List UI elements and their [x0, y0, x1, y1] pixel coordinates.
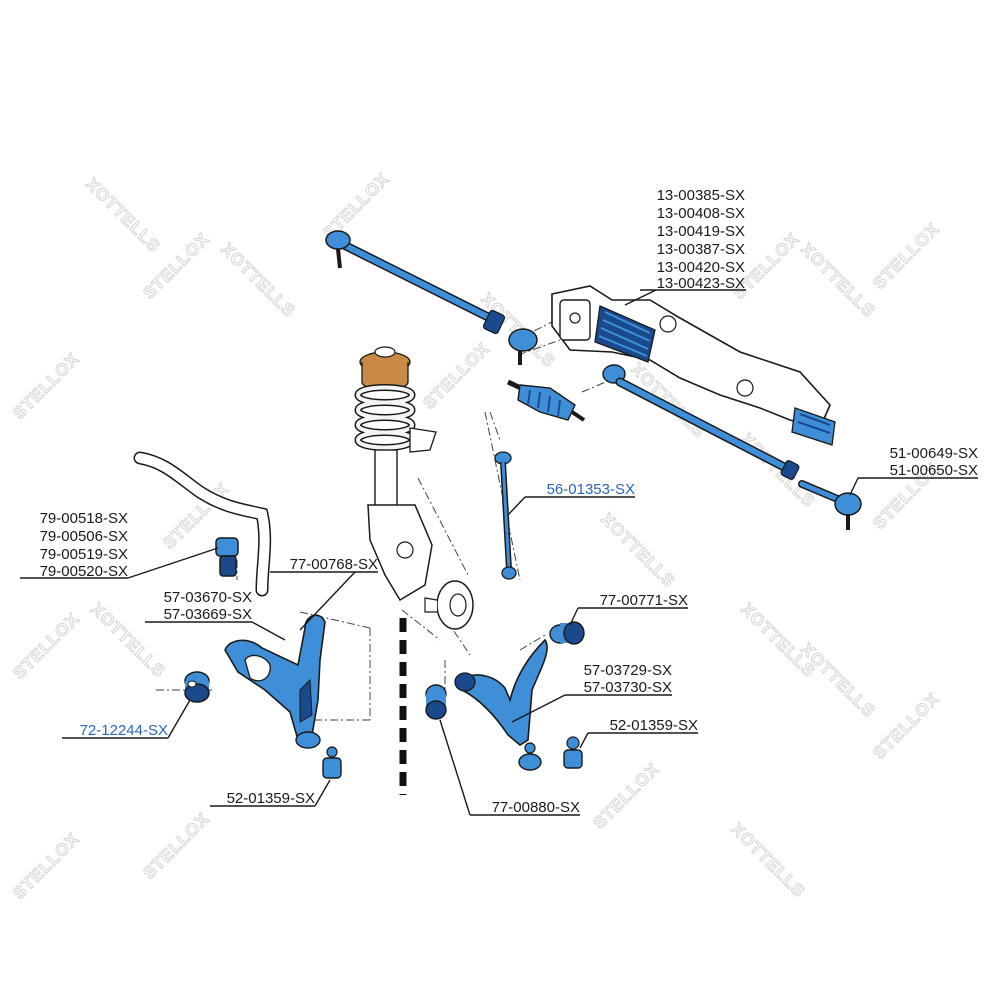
watermark-text: XOTTELLS: [82, 174, 164, 256]
labels-steering-rack: 13-00385-SX 13-00408-SX 13-00419-SX 13-0…: [657, 187, 745, 292]
stabilizer-bar: [133, 451, 272, 597]
tie-rod-lower: [602, 364, 800, 480]
part-number: 51-00650-SX: [890, 462, 978, 479]
part-number: 52-01359-SX: [610, 717, 698, 734]
part-number: 77-00768-SX: [290, 556, 378, 573]
drive-shaft-joint: [506, 379, 586, 422]
watermark-text: XOTTELLS: [727, 819, 809, 901]
labels-stabilizer-link: 56-01353-SX: [547, 481, 635, 498]
strut-part: [354, 346, 437, 602]
labels-strut: 77-00768-SX: [290, 556, 378, 573]
part-number: 79-00506-SX: [40, 528, 128, 545]
labels-lower-ball-joint: 52-01359-SX: [227, 790, 315, 807]
part-number: 13-00385-SX: [657, 187, 745, 204]
lower-arm-part: [224, 614, 326, 749]
labels-stabilizer-bushing: 79-00518-SX 79-00506-SX 79-00519-SX 79-0…: [40, 510, 128, 580]
watermark-text: STELLOX: [9, 609, 83, 683]
upper-bushing-rear-part: [425, 684, 447, 720]
tie-rod-end-part: [798, 480, 862, 530]
part-number: 13-00419-SX: [657, 223, 745, 240]
watermark-text: XOTTELLS: [597, 509, 679, 591]
lower-arm-bushing-part: [184, 671, 210, 703]
watermark-text: STELLOX: [9, 829, 83, 903]
labels-tie-rod-end: 51-00649-SX 51-00650-SX: [890, 445, 978, 479]
part-number-highlight[interactable]: 72-12244-SX: [80, 722, 168, 739]
part-number: 79-00518-SX: [40, 510, 128, 527]
labels-upper-arm: 57-03729-SX 57-03730-SX: [584, 662, 672, 696]
watermark-text: XOTTELLS: [737, 599, 819, 681]
watermark-text: STELLOX: [589, 759, 663, 833]
watermark-text: STELLOX: [869, 689, 943, 763]
part-number: 57-03730-SX: [584, 679, 672, 696]
labels-upper-ball-joint: 52-01359-SX: [610, 717, 698, 734]
stabilizer-bushing-part: [215, 537, 239, 577]
part-number: 79-00520-SX: [40, 563, 128, 580]
lower-ball-joint-part: [322, 746, 342, 779]
watermark-text: XOTTELLS: [797, 639, 879, 721]
part-number: 13-00408-SX: [657, 205, 745, 222]
labels-upper-bushing-front: 77-00771-SX: [600, 592, 688, 609]
watermark-text: XOTTELLS: [797, 239, 879, 321]
part-number: 13-00387-SX: [657, 241, 745, 258]
labels-upper-bushing-rear: 77-00880-SX: [492, 799, 580, 816]
part-number: 77-00771-SX: [600, 592, 688, 609]
watermark-text: XOTTELLS: [87, 599, 169, 681]
stabilizer-link-part: [494, 451, 517, 580]
watermark-text: XOTTELLS: [217, 239, 299, 321]
watermark-text: STELLOX: [139, 809, 213, 883]
part-number: 57-03669-SX: [164, 606, 252, 623]
part-number: 51-00649-SX: [890, 445, 978, 462]
part-number: 13-00423-SX: [657, 275, 745, 292]
upper-arm-part: [454, 638, 548, 771]
watermark-text: STELLOX: [419, 339, 493, 413]
part-number-highlight[interactable]: 56-01353-SX: [547, 481, 635, 498]
wheel-hub: [424, 580, 474, 630]
steering-rack-part: [551, 285, 836, 446]
watermark-text: STELLOX: [319, 169, 393, 243]
part-number: 57-03670-SX: [164, 589, 252, 606]
part-number: 57-03729-SX: [584, 662, 672, 679]
labels-lower-arm: 57-03670-SX 57-03669-SX: [164, 589, 252, 623]
part-number: 79-00519-SX: [40, 546, 128, 563]
watermark-text: STELLOX: [9, 349, 83, 423]
watermark-text: STELLOX: [869, 219, 943, 293]
part-number: 77-00880-SX: [492, 799, 580, 816]
part-number: 13-00420-SX: [657, 259, 745, 276]
leader-lines: [20, 289, 978, 816]
watermark-layer: STELLOX XOTTELLS STELLOX XOTTELLS STELLO…: [9, 168, 944, 903]
watermark-text: XOTTELLS: [737, 429, 819, 511]
upper-ball-joint-part: [563, 736, 583, 769]
labels-lower-arm-bushing: 72-12244-SX: [80, 722, 168, 739]
tie-rod-upper: [325, 230, 538, 365]
upper-bushing-front-part: [549, 621, 585, 645]
part-number: 52-01359-SX: [227, 790, 315, 807]
